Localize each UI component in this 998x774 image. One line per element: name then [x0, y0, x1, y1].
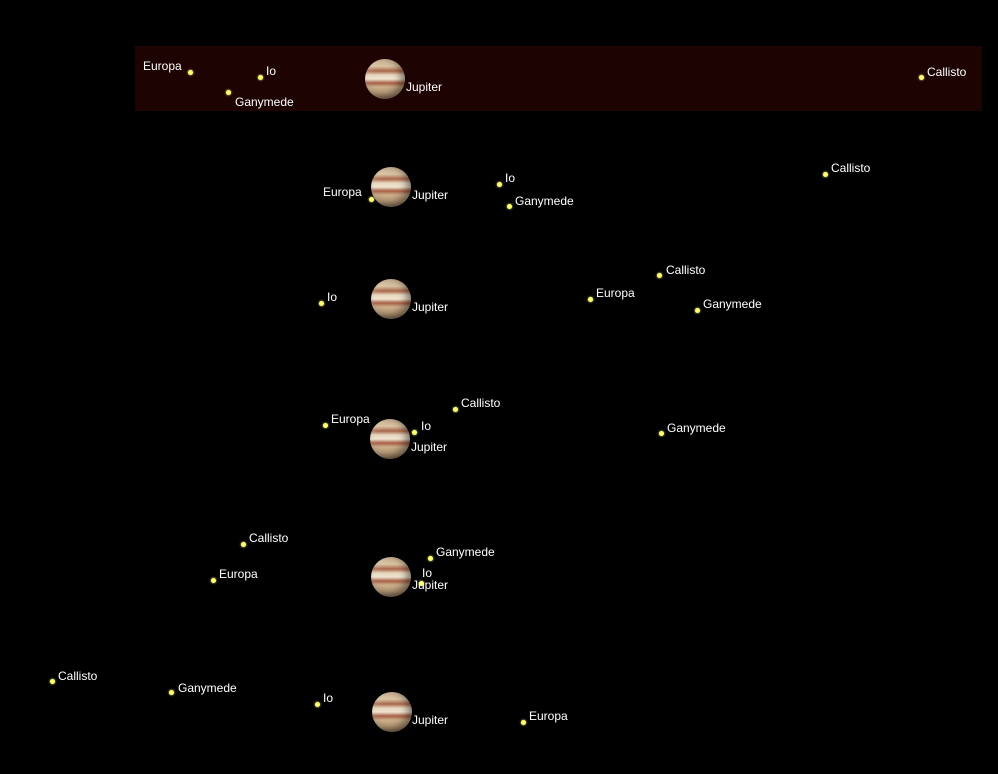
io-label: Io [505, 171, 516, 185]
jupiter-planet[interactable] [365, 59, 405, 99]
io-moon-dot[interactable] [418, 580, 424, 586]
jupiter-planet[interactable] [371, 557, 411, 597]
europa-label: Europa [596, 286, 635, 300]
ganymede-label: Ganymede [235, 95, 294, 109]
europa-moon-dot[interactable] [368, 196, 374, 202]
europa-moon-dot[interactable] [210, 577, 216, 583]
io-label: Io [421, 419, 432, 433]
callisto-label: Callisto [58, 669, 98, 683]
europa-moon-dot[interactable] [322, 422, 328, 428]
europa-label: Europa [143, 59, 182, 73]
jupiter-planet[interactable] [371, 167, 411, 207]
callisto-moon-dot[interactable] [656, 272, 662, 278]
ganymede-label: Ganymede [667, 421, 726, 435]
europa-label: Europa [331, 412, 370, 426]
jupiter-label: Jupiter [406, 80, 443, 94]
europa-label: Europa [529, 709, 568, 723]
jupiter-planet[interactable] [372, 692, 412, 732]
jupiter-label: Jupiter [411, 440, 448, 454]
io-moon-dot[interactable] [411, 429, 417, 435]
ganymede-moon-dot[interactable] [694, 307, 700, 313]
io-moon-dot[interactable] [314, 701, 320, 707]
europa-moon-dot[interactable] [187, 69, 193, 75]
callisto-moon-dot[interactable] [49, 678, 55, 684]
io-label: Io [323, 691, 334, 705]
europa-moon-dot[interactable] [587, 296, 593, 302]
jupiter-label: Jupiter [412, 188, 449, 202]
europa-moon-dot[interactable] [520, 719, 526, 725]
ganymede-label: Ganymede [515, 194, 574, 208]
highlighted-frame-background [135, 46, 982, 111]
ganymede-moon-dot[interactable] [225, 89, 231, 95]
callisto-label: Callisto [249, 531, 289, 545]
jupiter-planet[interactable] [370, 419, 410, 459]
europa-label: Europa [219, 567, 258, 581]
io-label: Io [327, 290, 338, 304]
ganymede-label: Ganymede [178, 681, 237, 695]
jupiter-label: Jupiter [412, 300, 449, 314]
ganymede-moon-dot[interactable] [427, 555, 433, 561]
io-label: Io [266, 64, 277, 78]
callisto-label: Callisto [461, 396, 501, 410]
jupiter-planet[interactable] [371, 279, 411, 319]
io-moon-dot[interactable] [318, 300, 324, 306]
io-moon-dot[interactable] [257, 74, 263, 80]
callisto-moon-dot[interactable] [240, 541, 246, 547]
europa-label: Europa [323, 185, 362, 199]
callisto-moon-dot[interactable] [918, 74, 924, 80]
io-label: Io [422, 566, 433, 580]
io-moon-dot[interactable] [496, 181, 502, 187]
ganymede-moon-dot[interactable] [658, 430, 664, 436]
callisto-moon-dot[interactable] [452, 406, 458, 412]
callisto-label: Callisto [666, 263, 706, 277]
ganymede-moon-dot[interactable] [168, 689, 174, 695]
callisto-label: Callisto [831, 161, 871, 175]
callisto-label: Callisto [927, 65, 967, 79]
jupiter-label: Jupiter [412, 713, 449, 727]
ganymede-label: Ganymede [703, 297, 762, 311]
jupiter-label: Jupiter [412, 578, 449, 592]
ganymede-moon-dot[interactable] [506, 203, 512, 209]
callisto-moon-dot[interactable] [822, 171, 828, 177]
ganymede-label: Ganymede [436, 545, 495, 559]
